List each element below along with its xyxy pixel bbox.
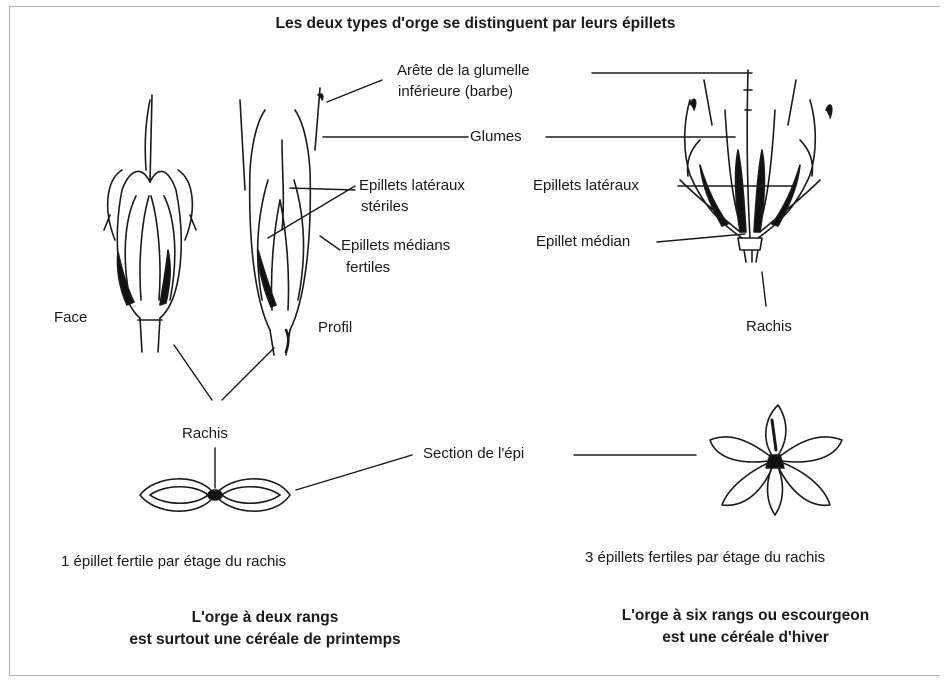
two-row-spikelet-face (104, 95, 196, 352)
label-rachis-right: Rachis (746, 317, 792, 336)
label-lateral-sterile-line2: stériles (361, 197, 409, 216)
label-arete-line2: inférieure (barbe) (398, 82, 513, 101)
note-right: 3 épillets fertiles par étage du rachis (585, 548, 825, 567)
caption-left-line1: L'orge à deux rangs (95, 607, 435, 629)
caption-right: L'orge à six rangs ou escourgeon est une… (578, 605, 913, 649)
label-lateral-right: Epillets latéraux (533, 176, 639, 195)
figure-title: Les deux types d'orge se distinguent par… (0, 15, 951, 33)
caption-left-line2: est surtout une céréale de printemps (95, 629, 435, 651)
caption-right-line1: L'orge à six rangs ou escourgeon (578, 605, 913, 627)
label-median-fertile-line1: Epillets médians (341, 236, 450, 255)
label-arete-line1: Arête de la glumelle (397, 61, 530, 80)
label-median-fertile-line2: fertiles (346, 258, 390, 277)
label-rachis-left: Rachis (182, 424, 228, 443)
label-lateral-sterile-line1: Epillets latéraux (359, 176, 465, 195)
note-left: 1 épillet fertile par étage du rachis (61, 552, 286, 571)
six-row-ear-section (710, 405, 842, 515)
caption-left: L'orge à deux rangs est surtout une céré… (95, 607, 435, 651)
label-face: Face (54, 308, 87, 327)
label-median-right: Epillet médian (536, 232, 630, 251)
label-glumes: Glumes (470, 127, 522, 146)
six-row-spikelet-group (680, 70, 832, 262)
label-section: Section de l'épi (423, 444, 524, 463)
label-profil: Profil (318, 318, 352, 337)
two-row-spikelet-profile (240, 88, 323, 355)
caption-right-line2: est une céréale d'hiver (578, 627, 913, 649)
